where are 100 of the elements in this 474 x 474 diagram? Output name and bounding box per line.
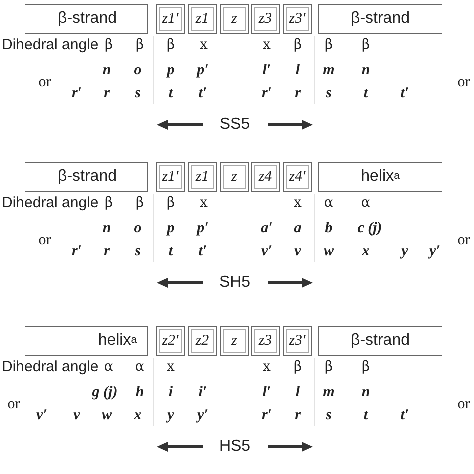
region-letter: w bbox=[102, 408, 112, 424]
region-letter: a bbox=[294, 222, 302, 236]
region-letter: s bbox=[135, 86, 141, 102]
angle-symbol: α bbox=[135, 360, 145, 374]
region-letter: t bbox=[364, 408, 368, 424]
region-letter: s bbox=[326, 86, 332, 102]
residue-box: z2′ bbox=[156, 326, 185, 356]
row-heading: Dihedral angle bbox=[2, 196, 99, 210]
region-letter: t′ bbox=[198, 244, 208, 260]
angle-symbol: x bbox=[200, 38, 208, 52]
or-label: or bbox=[458, 398, 470, 412]
angle-symbol: β bbox=[294, 360, 302, 374]
segment-box: β-strand bbox=[25, 4, 148, 34]
segment-box: β-strand bbox=[318, 326, 442, 356]
region-letter: v bbox=[294, 244, 302, 260]
residue-box: z1 bbox=[188, 4, 217, 34]
region-letter: r bbox=[104, 86, 110, 102]
region-letter: c (j) bbox=[358, 222, 382, 236]
region-letter: r′ bbox=[72, 86, 82, 102]
region-letter: y bbox=[168, 408, 174, 424]
region-letter: w bbox=[324, 244, 334, 260]
or-label: or bbox=[38, 76, 52, 90]
region-letter: y bbox=[402, 244, 408, 260]
segment-box: β-strand bbox=[25, 162, 148, 192]
residue-box: z bbox=[220, 4, 249, 34]
region-letter: l′ bbox=[262, 386, 272, 400]
region-letter: p′ bbox=[197, 222, 209, 236]
region-letter: t bbox=[364, 86, 368, 102]
angle-symbol: β bbox=[324, 360, 334, 374]
region-letter: r′ bbox=[262, 408, 272, 424]
region-letter: r bbox=[295, 408, 301, 424]
angle-symbol: x bbox=[200, 196, 208, 210]
region-letter: p bbox=[167, 64, 175, 78]
or-label: or bbox=[8, 398, 20, 412]
region-letter: y′ bbox=[198, 408, 208, 424]
region-letter: y′ bbox=[430, 244, 440, 260]
angle-symbol: β bbox=[166, 196, 176, 210]
region-letter: l′ bbox=[262, 64, 272, 78]
region-letter: s bbox=[326, 408, 332, 424]
angle-symbol: β bbox=[136, 38, 144, 52]
region-letter: v bbox=[74, 408, 80, 424]
segment-box: β-strand bbox=[318, 4, 442, 34]
row-heading: Dihedral angle bbox=[2, 38, 99, 52]
angle-symbol: α bbox=[324, 196, 334, 210]
angle-symbol: x bbox=[263, 360, 271, 374]
residue-box: z1 bbox=[188, 162, 217, 192]
angle-symbol: β bbox=[166, 38, 176, 52]
residue-box: z bbox=[220, 326, 249, 356]
region-letter: o bbox=[134, 64, 142, 78]
region-letter: i bbox=[168, 386, 174, 400]
region-letter: t bbox=[168, 244, 174, 260]
region-letter: r′ bbox=[262, 86, 272, 102]
region-letter: l bbox=[296, 64, 300, 78]
region-letter: h bbox=[136, 386, 144, 400]
region-letter: t′ bbox=[198, 86, 208, 102]
region-letter: t′ bbox=[400, 86, 410, 102]
region-letter: t′ bbox=[400, 408, 410, 424]
region-letter: x bbox=[362, 244, 370, 260]
residue-box: z1′ bbox=[156, 162, 185, 192]
residue-box: z bbox=[220, 162, 249, 192]
region-letter: p bbox=[167, 222, 175, 236]
angle-symbol: x bbox=[294, 196, 302, 210]
row-heading: Dihedral angle bbox=[2, 360, 99, 374]
region-letter: r bbox=[295, 86, 301, 102]
region-letter: v′ bbox=[262, 244, 272, 260]
residue-box: z3 bbox=[251, 4, 280, 34]
region-letter: n bbox=[102, 64, 112, 78]
motif-label: HS5 bbox=[219, 439, 251, 455]
region-letter: p′ bbox=[197, 64, 209, 78]
region-letter: l bbox=[296, 386, 300, 400]
angle-symbol: α bbox=[104, 360, 114, 374]
or-label: or bbox=[458, 234, 470, 248]
region-letter: s bbox=[135, 244, 141, 260]
residue-box: z1′ bbox=[156, 4, 185, 34]
region-letter: n bbox=[362, 386, 370, 400]
region-letter: t bbox=[168, 86, 174, 102]
region-letter: m bbox=[323, 386, 335, 400]
region-letter: a′ bbox=[261, 222, 273, 236]
angle-symbol: x bbox=[167, 360, 175, 374]
residue-box: z3 bbox=[251, 326, 280, 356]
region-letter: i′ bbox=[198, 386, 208, 400]
region-letter: r bbox=[104, 244, 110, 260]
region-letter: o bbox=[134, 222, 142, 236]
residue-box: z2 bbox=[188, 326, 217, 356]
residue-box: z3′ bbox=[283, 4, 312, 34]
motif-label: SH5 bbox=[219, 275, 251, 291]
angle-symbol: x bbox=[263, 38, 271, 52]
residue-box: z3′ bbox=[283, 326, 312, 356]
or-label: or bbox=[458, 76, 470, 90]
angle-symbol: β bbox=[294, 38, 302, 52]
angle-symbol: β bbox=[324, 38, 334, 52]
region-letter: n bbox=[102, 222, 112, 236]
angle-symbol: α bbox=[361, 196, 371, 210]
region-letter: m bbox=[323, 64, 335, 78]
region-letter: v′ bbox=[36, 408, 48, 424]
angle-symbol: β bbox=[136, 196, 144, 210]
region-letter: b bbox=[325, 222, 333, 236]
region-letter: x bbox=[134, 408, 142, 424]
region-letter: n bbox=[362, 64, 370, 78]
region-letter: r′ bbox=[72, 244, 82, 260]
